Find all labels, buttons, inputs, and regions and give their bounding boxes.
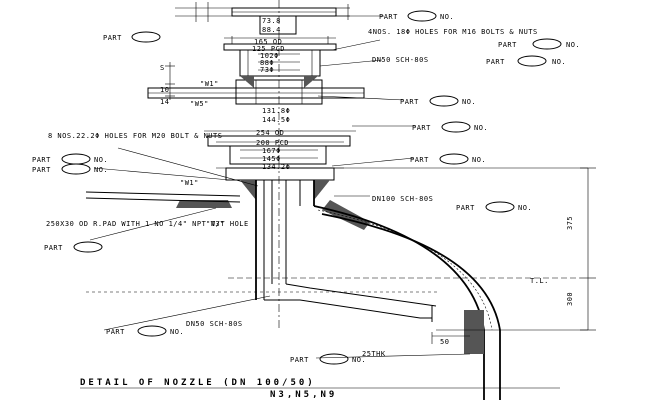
part-callout-icon <box>485 201 515 213</box>
svg-text:NO.: NO. <box>94 156 108 164</box>
bottom-pipe-spec: DN100 SCH-80S <box>372 195 433 203</box>
svg-text:NO.: NO. <box>474 124 488 132</box>
weld-w5: "W5" <box>190 100 209 108</box>
svg-text:NO.: NO. <box>440 13 454 21</box>
svg-text:PART: PART <box>44 244 63 252</box>
svg-text:NO.: NO. <box>552 58 566 66</box>
weld-w1-bottom: "W1" <box>180 179 199 187</box>
part-callout-icon <box>319 353 349 365</box>
dim-134-2: 134.2Φ <box>262 163 290 171</box>
svg-text:NO.: NO. <box>352 356 366 364</box>
vessel-dimensions: T.L. 375 300 50 25THK DN50 SCH-80S <box>186 216 574 358</box>
dim-88: 88Φ <box>260 59 274 67</box>
svg-text:NO.: NO. <box>566 41 580 49</box>
svg-text:PART: PART <box>486 58 505 66</box>
part-callout-icon <box>61 153 91 165</box>
part-label-1: PART <box>103 31 161 43</box>
top-pipe-spec: DN50 SCH-80S <box>372 56 429 64</box>
dim-14: 14 <box>160 98 169 106</box>
svg-text:PART: PART <box>498 41 517 49</box>
part-label-12: PART NO. <box>106 325 184 337</box>
svg-text:PART: PART <box>106 328 125 336</box>
svg-text:NO.: NO. <box>170 328 184 336</box>
pad-thickness: 25THK <box>362 350 386 358</box>
dim-375: 375 <box>566 216 574 230</box>
dim-254-od: 254 OD <box>256 129 284 137</box>
dim-165-od: 165 OD <box>254 38 282 46</box>
dim-50: 50 <box>440 338 449 346</box>
part-callout-icon <box>407 10 437 22</box>
dim-145: 145Φ <box>262 155 281 163</box>
svg-text:NO.: NO. <box>518 204 532 212</box>
top-flange-dimensions: 73.8 88.4 165 OD 125 PCD 102Φ 88Φ 73Φ 13… <box>160 17 538 124</box>
inner-pipe-spec: DN50 SCH-80S <box>186 320 243 328</box>
part-callout-icon <box>61 163 91 175</box>
bottom-flange <box>176 130 370 300</box>
part-label-3: PART NO. <box>498 38 580 50</box>
bottom-bolt-holes-note: 8 NOS.22.2Φ HOLES FOR M20 BOLT & NUTS <box>48 132 222 140</box>
part-callout-icon <box>517 55 547 67</box>
dim-167: 167Φ <box>262 147 281 155</box>
vessel-shell <box>85 167 596 400</box>
part-callout-icon <box>532 38 562 50</box>
weld-w1-top: "W1" <box>200 80 219 88</box>
dim-10: 10 <box>160 86 169 94</box>
part-label-7: PART NO. <box>410 153 486 165</box>
dim-300: 300 <box>566 292 574 306</box>
svg-text:NO.: NO. <box>462 98 476 106</box>
bolt-holes-note: 4NOS. 18Φ HOLES FOR M16 BOLTS & NUTS <box>368 28 538 36</box>
part-callout-icon <box>73 241 103 253</box>
part-label-text: PART <box>103 34 122 42</box>
svg-text:PART: PART <box>400 98 419 106</box>
svg-text:PART: PART <box>379 13 398 21</box>
part-label-8: PART NO. <box>32 153 108 165</box>
bottom-flange-dimensions: 254 OD 200 PCD 167Φ 145Φ 134.2Φ 8 NOS.22… <box>46 129 433 228</box>
part-label-11: PART <box>44 241 103 253</box>
drawing-title-block: DETAIL OF NOZZLE (DN 100/50) N3,N5,N9 <box>80 378 560 400</box>
top-flange <box>147 0 365 330</box>
part-callout-icon <box>441 121 471 133</box>
part-label-5: PART NO. <box>400 95 476 107</box>
dim-131-8: 131.8Φ <box>262 107 290 115</box>
svg-text:PART: PART <box>456 204 475 212</box>
svg-text:PART: PART <box>412 124 431 132</box>
svg-text:PART: PART <box>290 356 309 364</box>
part-callout-icon <box>137 325 167 337</box>
dim-144-5: 144.5Φ <box>262 116 290 124</box>
tangent-line-label: T.L. <box>530 277 549 285</box>
dim-102: 102Φ <box>260 52 279 60</box>
part-label-4: PART NO. <box>486 55 566 67</box>
dim-73: 73Φ <box>260 66 274 74</box>
dim-73-8: 73.8 <box>262 17 281 25</box>
part-label-10: PART NO. <box>456 201 532 213</box>
part-callout-icon <box>131 31 161 43</box>
svg-text:NO.: NO. <box>94 166 108 174</box>
part-callout-icon <box>429 95 459 107</box>
svg-text:PART: PART <box>410 156 429 164</box>
part-callout-icon <box>439 153 469 165</box>
svg-text:NO.: NO. <box>472 156 486 164</box>
svg-text:PART: PART <box>32 156 51 164</box>
part-label-6: PART NO. <box>412 121 488 133</box>
drawing-title: DETAIL OF NOZZLE (DN 100/50) <box>80 378 316 388</box>
part-label-13: PART NO. <box>290 353 366 365</box>
dim-125-pcd: 125 PCD <box>252 45 285 53</box>
part-label-2: PART NO. <box>379 10 454 22</box>
weld-w3: "W3" <box>206 220 225 228</box>
svg-text:PART: PART <box>32 166 51 174</box>
dim-200-pcd: 200 PCD <box>256 139 289 147</box>
leader-lines <box>89 15 471 359</box>
dim-88-4: 88.4 <box>262 26 281 34</box>
part-label-9: PART NO. <box>32 163 108 175</box>
pad-note: 250X30 OD R.PAD WITH 1 NO 1/4" NPT T/T H… <box>46 220 249 228</box>
dim-s: S <box>160 64 165 72</box>
drawing-subtitle: N3,N5,N9 <box>270 390 337 400</box>
